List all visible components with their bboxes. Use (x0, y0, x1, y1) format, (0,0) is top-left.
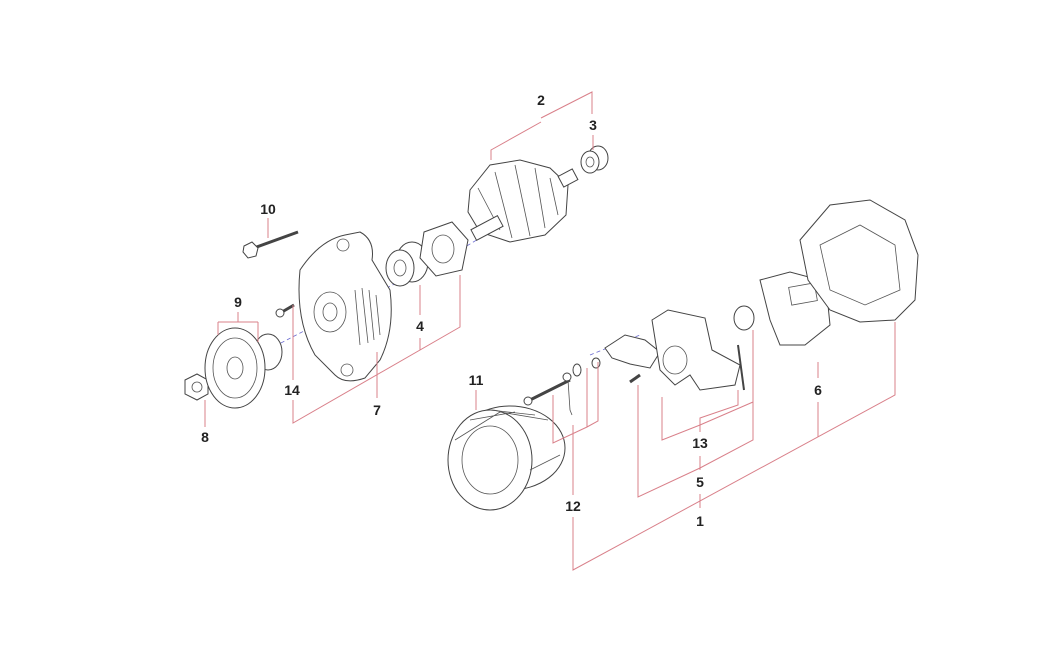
part-nut (184, 373, 209, 401)
leader-5 (637, 385, 754, 498)
part-long-bolt (242, 230, 299, 259)
callout-14: 14 (284, 382, 300, 398)
callout-13: 13 (692, 435, 708, 451)
part-ring (733, 305, 755, 331)
part-stator (447, 405, 566, 511)
leader-12 (552, 362, 599, 495)
callout-9: 9 (234, 294, 242, 310)
part-rectifier (759, 271, 831, 346)
part-front-housing (298, 231, 392, 382)
part-terminal-bolt (523, 357, 601, 416)
callout-7: 7 (373, 402, 381, 418)
leader-9 (217, 312, 259, 342)
callout-1: 1 (696, 513, 704, 529)
callout-10: 10 (260, 201, 276, 217)
callout-4: 4 (416, 318, 424, 334)
part-rear-bearing (580, 145, 609, 174)
leader-1 (572, 322, 896, 571)
callout-8: 8 (201, 429, 209, 445)
callout-6: 6 (814, 382, 822, 398)
callout-2: 2 (537, 92, 545, 108)
callout-3: 3 (589, 117, 597, 133)
callout-12: 12 (565, 498, 581, 514)
part-retainer-plate (419, 221, 469, 277)
leader-2 (490, 91, 593, 160)
part-rear-housing (799, 199, 919, 323)
part-regulator (604, 309, 745, 391)
part-screw (275, 303, 295, 318)
part-pulley (204, 327, 283, 409)
callout-11: 11 (468, 372, 484, 388)
callout-5: 5 (696, 474, 704, 490)
part-rotor (467, 159, 579, 243)
